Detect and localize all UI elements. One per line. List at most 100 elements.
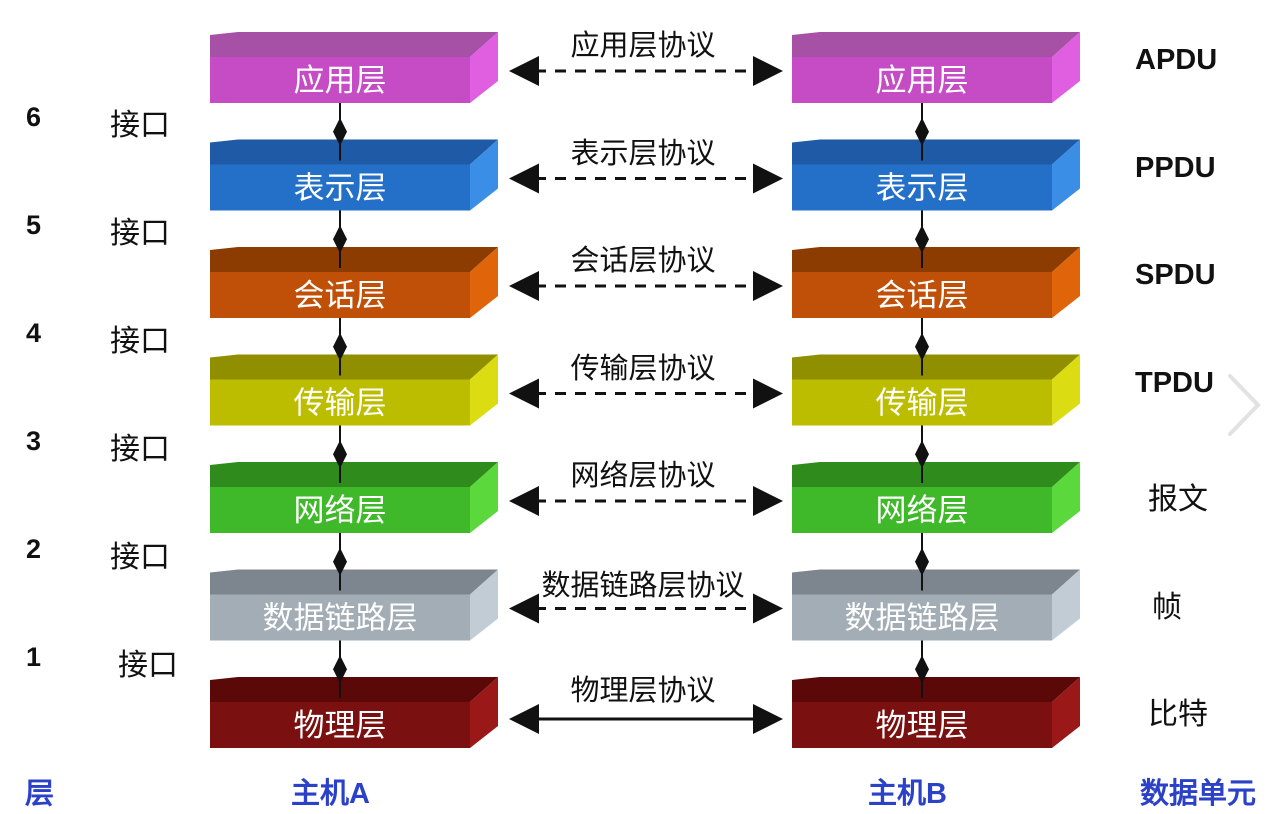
- protocol-label-5: 数据链路层协议: [541, 567, 745, 602]
- block-side-face: [1052, 139, 1080, 211]
- layer-block-b-4: 网络层: [792, 462, 1080, 533]
- interface-number-1: 5: [26, 210, 42, 240]
- layer-block-b-5: 数据链路层: [792, 569, 1080, 641]
- block-top-face: [792, 462, 1080, 487]
- block-top-face: [210, 354, 498, 380]
- layer-block-a-3: 传输层: [210, 354, 498, 426]
- layer-block-a-6: 物理层: [210, 677, 498, 748]
- diamond-marker: [333, 655, 347, 684]
- block-top-face: [792, 139, 1080, 165]
- block-front-face: [210, 164, 470, 211]
- diamond-marker: [915, 547, 929, 576]
- interface-number-0: 6: [26, 102, 42, 132]
- layer-name-a-6: 物理层: [294, 708, 387, 744]
- layer-block-b-3: 传输层: [792, 354, 1080, 426]
- footer-host-b: 主机B: [868, 778, 947, 810]
- block-side-face: [470, 139, 498, 211]
- block-side-face: [1052, 569, 1080, 641]
- block-top-face: [210, 677, 498, 702]
- layer-block-a-5: 数据链路层: [210, 569, 498, 641]
- layer-name-a-3: 传输层: [294, 386, 387, 422]
- protocol-label-6: 物理层协议: [570, 673, 716, 707]
- interface-link-a-2: [333, 318, 347, 376]
- layer-name-b-0: 应用层: [876, 63, 969, 99]
- layer-block-a-2: 会话层: [210, 247, 498, 318]
- block-side-face: [1052, 462, 1080, 533]
- block-top-face: [210, 139, 498, 165]
- protocol-label-3: 传输层协议: [570, 350, 716, 385]
- layer-block-a-4: 网络层: [210, 462, 498, 533]
- diamond-marker: [915, 332, 929, 361]
- interface-link-a-1: [333, 210, 347, 268]
- footer-host-a: 主机A: [291, 778, 370, 810]
- data-unit-0: APDU: [1135, 44, 1218, 76]
- layer-block-a-1: 表示层: [210, 139, 498, 211]
- protocol-arrows: [509, 56, 783, 734]
- block-front-face: [792, 57, 1052, 103]
- block-front-face: [210, 702, 470, 748]
- interface-link-b-3: [915, 425, 929, 483]
- data-unit-6: 比特: [1148, 697, 1208, 732]
- interface-label-1: 接口: [110, 216, 170, 251]
- footer-layer-label: 层: [25, 778, 55, 810]
- data-unit-5: 帧: [1152, 589, 1182, 625]
- layer-block-b-6: 物理层: [792, 677, 1080, 748]
- block-side-face: [470, 677, 498, 748]
- interface-label-3: 接口: [110, 432, 170, 467]
- interface-connectors: [333, 103, 929, 698]
- block-top-face: [210, 32, 498, 57]
- block-front-face: [210, 594, 470, 641]
- layer-name-b-5: 数据链路层: [845, 601, 1000, 637]
- block-side-face: [470, 32, 498, 103]
- block-top-face: [210, 569, 498, 595]
- block-side-face: [470, 247, 498, 318]
- layer-name-a-4: 网络层: [294, 493, 387, 529]
- block-side-face: [1052, 32, 1080, 103]
- block-side-face: [1052, 247, 1080, 318]
- layer-name-b-2: 会话层: [876, 278, 969, 314]
- diamond-marker: [333, 225, 347, 254]
- diamond-marker: [915, 225, 929, 254]
- interface-link-a-0: [333, 103, 347, 161]
- interface-label-4: 接口: [110, 540, 170, 575]
- data-unit-2: SPDU: [1135, 259, 1216, 291]
- block-front-face: [210, 379, 470, 426]
- block-top-face: [792, 569, 1080, 595]
- block-top-face: [792, 247, 1080, 272]
- block-front-face: [210, 57, 470, 103]
- block-top-face: [792, 32, 1080, 57]
- block-top-face: [210, 247, 498, 272]
- layer-name-a-1: 表示层: [294, 171, 387, 207]
- interface-link-b-0: [915, 103, 929, 161]
- block-front-face: [792, 164, 1052, 211]
- interface-link-b-1: [915, 210, 929, 268]
- interface-link-b-2: [915, 318, 929, 376]
- layer-block-b-2: 会话层: [792, 247, 1080, 318]
- interface-link-b-5: [915, 640, 929, 698]
- block-front-face: [792, 379, 1052, 426]
- layer-block-a-0: 应用层: [210, 32, 498, 103]
- chevron-right-icon[interactable]: [1222, 372, 1266, 438]
- protocol-label-0: 应用层协议: [570, 28, 716, 62]
- block-side-face: [470, 354, 498, 426]
- interface-label-2: 接口: [110, 324, 170, 359]
- data-unit-1: PPDU: [1135, 151, 1216, 184]
- block-front-face: [210, 487, 470, 533]
- diamond-marker: [333, 440, 347, 469]
- block-front-face: [792, 594, 1052, 641]
- data-unit-4: 报文: [1148, 482, 1208, 517]
- layer-block-b-1: 表示层: [792, 139, 1080, 211]
- layer-name-b-4: 网络层: [876, 493, 969, 529]
- diamond-marker: [915, 440, 929, 469]
- layer-name-a-0: 应用层: [294, 63, 387, 99]
- diamond-marker: [333, 117, 347, 146]
- layer-block-b-0: 应用层: [792, 32, 1080, 103]
- footer-unit-label: 数据单元: [1140, 778, 1257, 810]
- block-side-face: [1052, 354, 1080, 426]
- layer-name-a-5: 数据链路层: [263, 601, 418, 637]
- protocol-label-4: 网络层协议: [570, 458, 716, 492]
- interface-label-5: 接口: [118, 648, 178, 683]
- layer-name-b-3: 传输层: [876, 386, 969, 422]
